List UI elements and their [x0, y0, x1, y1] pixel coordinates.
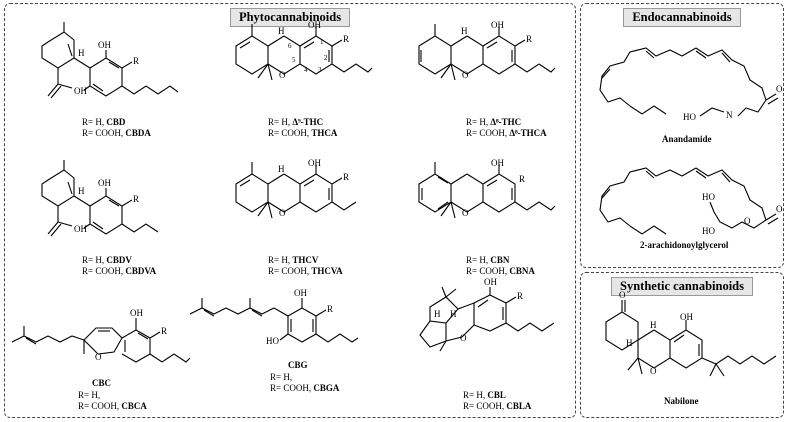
nabilone-structure: O OH O H H	[605, 290, 777, 377]
phytocannabinoids-title: Phytocannabinoids	[4, 8, 576, 27]
nabilone-label: Nabilone	[664, 396, 699, 406]
endocannabinoids-panel	[580, 3, 784, 268]
svg-text:5: 5	[292, 56, 296, 64]
d9-thc-caption: R= H, Δ⁹-THC R= COOH, THCA	[268, 117, 338, 138]
svg-text:4: 4	[304, 66, 308, 74]
2-ag-structure: O HO HO O	[599, 167, 783, 236]
svg-text:OH: OH	[98, 178, 111, 188]
svg-text:O: O	[95, 352, 102, 362]
cbd-h-label: H	[78, 48, 85, 58]
d9-thc-o-label: O	[279, 70, 286, 80]
phytocannabinoids-panel	[4, 3, 576, 418]
cbg-caption: R= H, R= COOH, CBGA	[270, 372, 340, 393]
svg-text:OH: OH	[491, 158, 504, 168]
svg-text:R: R	[327, 304, 333, 314]
svg-text:6: 6	[288, 42, 292, 50]
thcv-structure: O H OH R	[235, 158, 357, 219]
svg-text:1: 1	[320, 38, 324, 46]
svg-text:O: O	[462, 70, 469, 80]
cbl-caption: R= H, CBL R= COOH, CBLA	[463, 390, 532, 411]
svg-text:O: O	[776, 204, 783, 214]
cbd-r-label: R	[133, 56, 139, 66]
svg-text:O: O	[462, 208, 469, 218]
d8-thc-caption: R= H, Δ⁸-THC R= COOH, Δ⁸-THCA	[466, 117, 547, 138]
d9-thc-r-label: R	[343, 34, 349, 44]
d9-thc-oh-label: OH	[308, 20, 321, 30]
svg-text:R: R	[526, 34, 532, 44]
svg-text:O: O	[650, 366, 657, 376]
svg-text:2: 2	[324, 54, 328, 62]
svg-text:H: H	[450, 309, 457, 319]
svg-text:O: O	[744, 216, 751, 226]
synthetic-cannabinoids-panel	[580, 272, 784, 418]
svg-text:H: H	[626, 338, 633, 348]
svg-text:OH: OH	[680, 312, 693, 322]
svg-text:R: R	[343, 172, 349, 182]
svg-text:OH: OH	[484, 277, 497, 287]
svg-text:H: H	[461, 26, 468, 36]
svg-text:OH: OH	[491, 20, 504, 30]
svg-text:R: R	[517, 291, 523, 301]
svg-text:R: R	[133, 194, 139, 204]
svg-text:O: O	[776, 84, 783, 94]
svg-text:H: H	[650, 320, 657, 330]
cbc-structure: O OH R	[11, 308, 191, 363]
svg-text:H: H	[78, 186, 85, 196]
svg-text:R: R	[519, 174, 525, 184]
svg-text:HO: HO	[266, 336, 279, 346]
svg-text:HO: HO	[702, 226, 715, 236]
2-ag-label: 2-arachidonoylglycerol	[640, 240, 729, 250]
cbc-caption: R= H, R= COOH, CBCA	[78, 390, 147, 411]
svg-text:OH: OH	[130, 308, 143, 318]
svg-text:OH: OH	[74, 224, 87, 234]
svg-text:HO: HO	[683, 112, 696, 122]
svg-text:OH: OH	[308, 158, 321, 168]
svg-text:3: 3	[318, 66, 322, 74]
d8-thc-structure: O H OH R	[418, 20, 556, 81]
cbd-structure: OH R OH H	[41, 22, 179, 99]
anandamide-structure: N HO O	[599, 47, 783, 122]
svg-text:H: H	[278, 164, 285, 174]
cbd-caption: R= H, CBD R= COOH, CBDA	[82, 117, 151, 138]
cbn-structure: O OH R	[418, 158, 556, 219]
svg-text:H: H	[434, 309, 441, 319]
thcv-caption: R= H, THCV R= COOH, THCVA	[268, 255, 343, 276]
d9-thc-h-label: H	[278, 26, 285, 36]
cbd-oh2-label: OH	[74, 86, 87, 96]
cbdv-structure: OH R OH H	[41, 160, 159, 237]
svg-text:O: O	[279, 208, 286, 218]
cbd-oh-label: OH	[98, 40, 111, 50]
cbn-caption: R= H, CBN R= COOH, CBNA	[466, 255, 535, 276]
svg-text:N: N	[726, 110, 733, 120]
d9-thc-structure: O H OH R 1 2 3 4 5 6	[235, 20, 373, 81]
svg-text:HO: HO	[702, 192, 715, 202]
synthetic-cannabinoids-title: Synthetic cannabinoids	[580, 277, 784, 296]
svg-text:O: O	[619, 290, 626, 300]
endocannabinoids-title: Endocannabinoids	[580, 8, 784, 27]
cbg-structure: OH R HO	[189, 288, 359, 346]
svg-text:O: O	[460, 333, 467, 343]
anandamide-label: Anandamide	[662, 134, 712, 144]
cbg-label: CBG	[288, 360, 308, 370]
cbdv-caption: R= H, CBDV R= COOH, CBDVA	[82, 255, 157, 276]
cbl-structure: O H H OH R	[419, 277, 555, 352]
cbc-label: CBC	[92, 378, 112, 388]
svg-text:OH: OH	[294, 288, 307, 298]
svg-text:R: R	[161, 326, 167, 336]
